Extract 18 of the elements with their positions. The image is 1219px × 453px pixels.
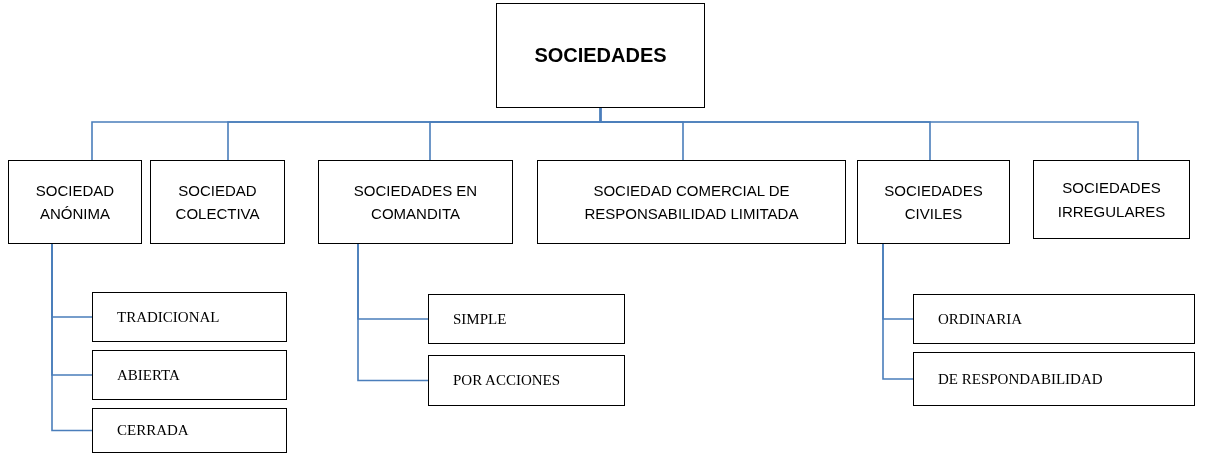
category-box: SOCIEDAD ANÓNIMA [8, 160, 142, 244]
subtype-box: ORDINARIA [913, 294, 1195, 344]
connector-line [882, 243, 914, 380]
root-box: SOCIEDADES [496, 3, 705, 108]
category-box: SOCIEDAD COMERCIAL DE RESPONSABILIDAD LIMITADA [537, 160, 846, 244]
category-box: SOCIEDADES EN COMANDITA [318, 160, 513, 244]
connector-line [357, 243, 429, 382]
category-box: SOCIEDAD COLECTIVA [150, 160, 285, 244]
category-box: SOCIEDADES CIVILES [857, 160, 1010, 244]
subtype-box: CERRADA [92, 408, 287, 453]
connector-line [51, 243, 93, 432]
subtype-box: POR ACCIONES [428, 355, 625, 406]
subtype-box: ABIERTA [92, 350, 287, 400]
subtype-box: TRADICIONAL [92, 292, 287, 342]
connector-line [599, 107, 1139, 161]
subtype-box: DE RESPONDABILIDAD [913, 352, 1195, 406]
subtype-box: SIMPLE [428, 294, 625, 344]
category-box: SOCIEDADES IRREGULARES [1033, 160, 1190, 239]
